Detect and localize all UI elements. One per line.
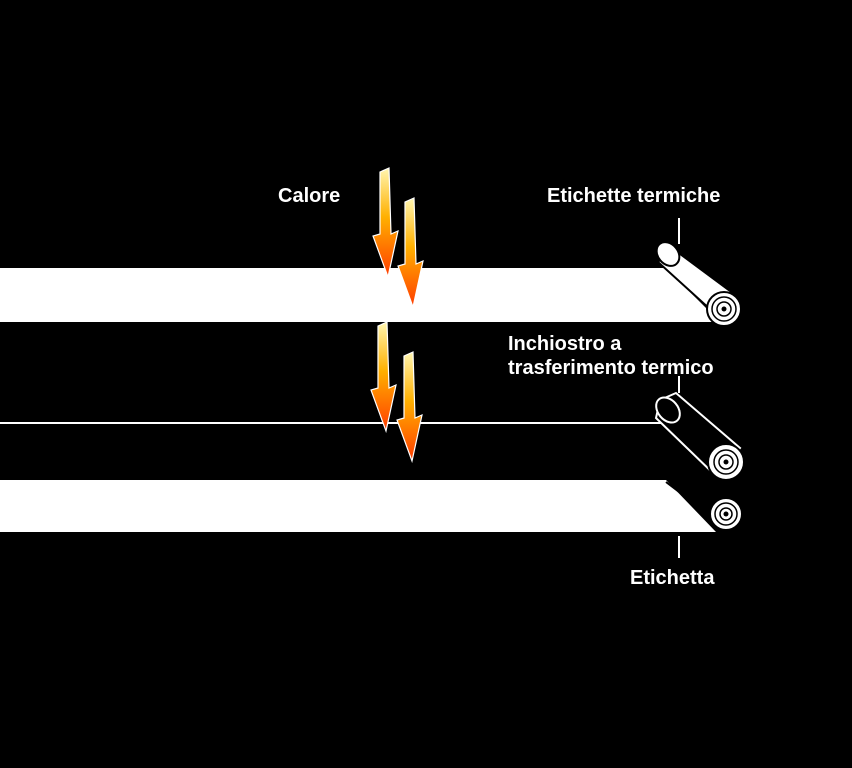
- ink-ribbon-label-line-1: Inchiostro a: [508, 333, 622, 355]
- thermal-label-roll-icon: [655, 218, 742, 327]
- label-label: Etichetta: [630, 567, 715, 589]
- label-strip: [0, 480, 716, 532]
- heat-label: Calore: [278, 185, 341, 207]
- heat-arrow-icon: [396, 351, 423, 462]
- thermal-label-strip: [0, 268, 720, 322]
- heat-arrow-icon: [372, 167, 399, 278]
- ink-ribbon-label-line-2: trasferimento termico: [508, 357, 714, 379]
- ink-ribbon-roll-icon: [654, 376, 745, 481]
- heat-arrow-icon: [370, 321, 397, 432]
- label-roll-icon: [665, 481, 743, 558]
- thermal-labels-label: Etichette termiche: [547, 185, 721, 207]
- ink-ribbon-label: Inchiostro a trasferimento termico: [508, 332, 714, 380]
